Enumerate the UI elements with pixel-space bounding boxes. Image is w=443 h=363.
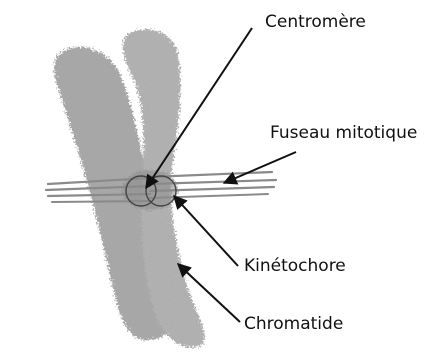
label-centromere: Centromère xyxy=(265,14,366,31)
label-chromatide: Chromatide xyxy=(244,316,343,333)
arrow-fuseau xyxy=(224,152,296,183)
label-kinetochore: Kinétochore xyxy=(244,258,346,275)
label-fuseau-mitotique: Fuseau mitotique xyxy=(270,125,417,142)
arrow-kinetochore xyxy=(174,196,238,266)
